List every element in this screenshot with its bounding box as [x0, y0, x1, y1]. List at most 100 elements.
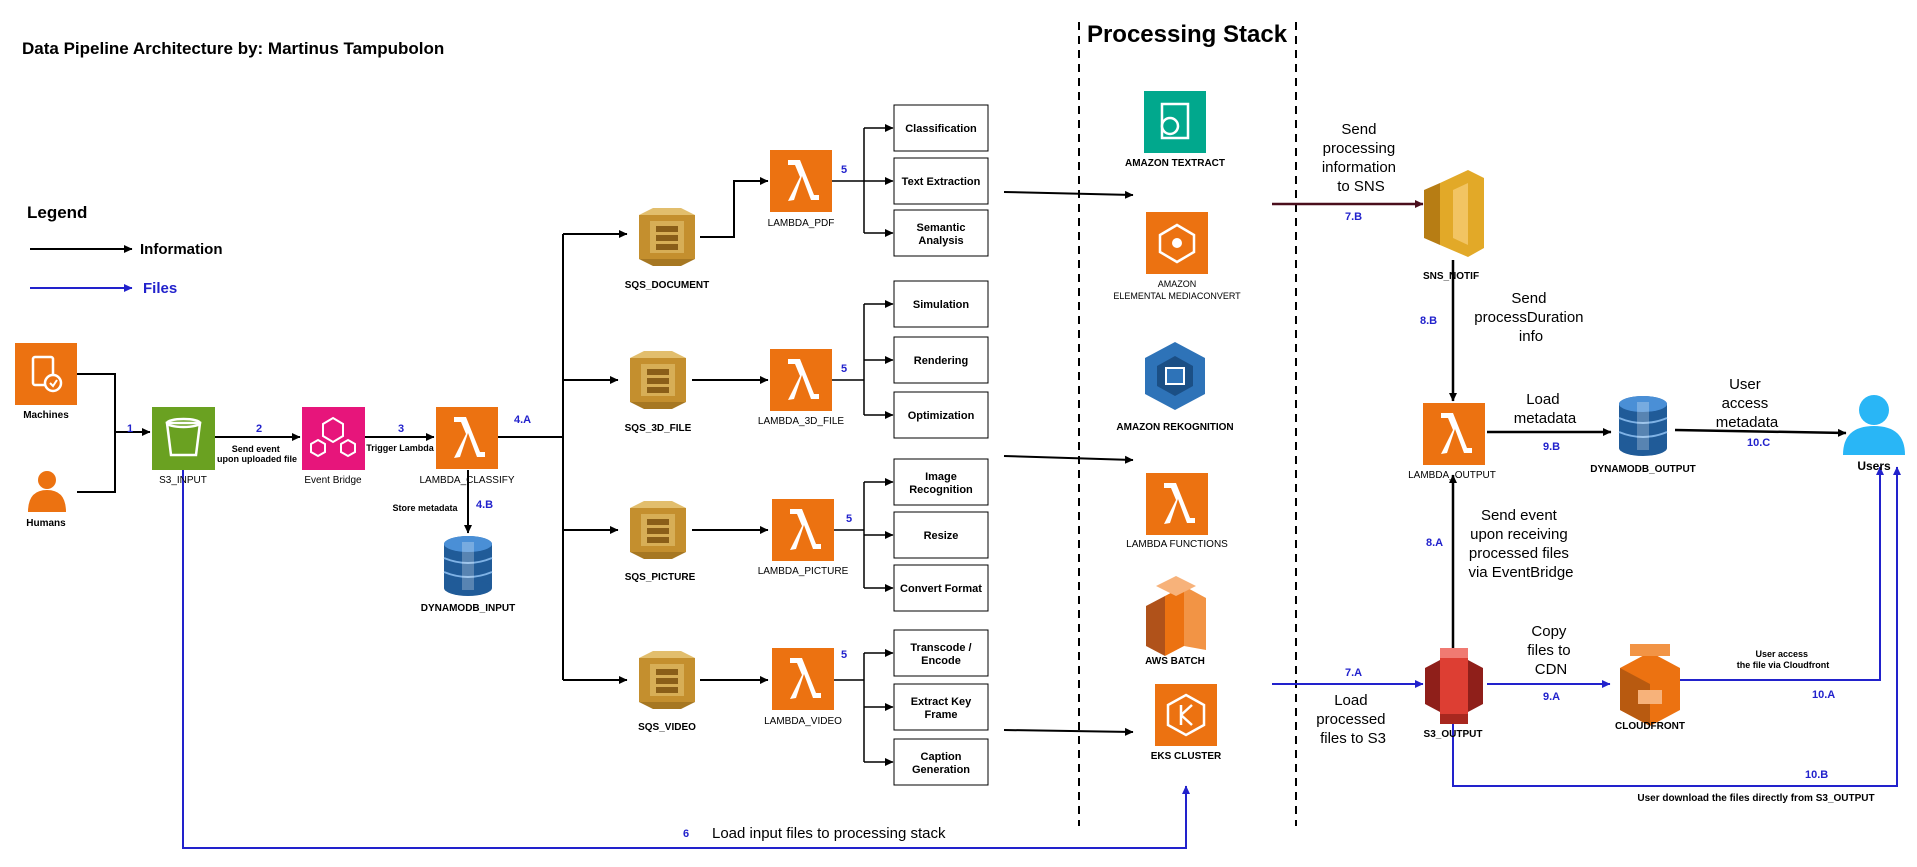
label-spd-1: Send [1511, 290, 1546, 307]
lambda-output-node: LAMBDA_OUTPUT [1408, 403, 1496, 481]
edge-s3-output-to-users [1452, 466, 1901, 787]
sns-icon [1424, 183, 1440, 245]
aws-batch-node: AWS BATCH [1145, 576, 1206, 667]
label-lp-1: Load [1334, 692, 1367, 709]
lambda-3d-icon [770, 349, 832, 411]
lambda-3d-label: LAMBDA_3D_FILE [758, 416, 844, 427]
step-5-pdf: 5 [841, 164, 847, 176]
step-2: 2 [256, 423, 262, 435]
task-box [893, 458, 989, 506]
lambda-video-icon [772, 648, 834, 710]
task-extract-key-frame-line2: Frame [924, 709, 957, 721]
label-load-metadata: Load metadata [1514, 391, 1577, 427]
label-copy-to-cdn: Copy files to CDN [1527, 623, 1575, 678]
task-semantic-analysis-text-2: Analysis [918, 235, 963, 247]
label-load-input-files: Load input files to processing stack [712, 825, 946, 842]
sqs-video-label: SQS_VIDEO [638, 722, 696, 733]
lambda-video-node: LAMBDA_VIDEO [764, 648, 842, 727]
sqs-video-node: SQS_VIDEO [638, 651, 696, 733]
machines-node: Machines [15, 343, 77, 421]
eks-node: EKS CLUSTER [1151, 684, 1222, 762]
task-rendering: Rendering [914, 355, 968, 367]
textract-node: AMAZON TEXTRACT [1125, 91, 1225, 169]
lambda-pdf-icon [770, 150, 832, 212]
label-sep-4: via EventBridge [1468, 564, 1573, 581]
dynamodb-output-icon [1618, 395, 1668, 457]
users-icon [1859, 395, 1889, 425]
task-semantic-analysis-text: Semantic [917, 222, 966, 234]
task-box [893, 629, 989, 677]
legend-title: Legend [27, 203, 87, 222]
legend-files-label: Files [143, 280, 177, 297]
sns-node: SNS_NOTIF [1423, 170, 1484, 282]
edge-tasks-to-textract [1003, 190, 1134, 199]
step-4b: 4.B [476, 499, 493, 511]
sns-label: SNS_NOTIF [1423, 271, 1479, 282]
lambda-output-icon [1423, 403, 1485, 465]
lambda-classify-node: LAMBDA_CLASSIFY [419, 407, 515, 486]
eventbridge-label: Event Bridge [304, 475, 362, 486]
step-1: 1 [127, 423, 133, 435]
lambda-functions-node: LAMBDA FUNCTIONS [1126, 473, 1228, 550]
humans-node: Humans [26, 471, 66, 529]
label-uam-1: User [1729, 376, 1761, 393]
task-box [893, 336, 989, 384]
label-spi-1: Send [1341, 121, 1376, 138]
lambda-picture-label: LAMBDA_PICTURE [758, 566, 849, 577]
eventbridge-icon [302, 407, 365, 470]
task-caption-generation-line1: Caption [921, 751, 962, 763]
label-store-metadata: Store metadata [392, 503, 458, 513]
sqs-picture-label: SQS_PICTURE [625, 572, 696, 583]
label-spd-3: info [1519, 328, 1543, 345]
step-5-picture: 5 [846, 513, 852, 525]
sqs-picture-icon [630, 501, 686, 559]
textract-label: AMAZON TEXTRACT [1125, 158, 1225, 169]
dynamodb-input-node: DYNAMODB_INPUT [421, 535, 515, 614]
step-8b: 8.B [1420, 315, 1437, 327]
step-6: 6 [683, 828, 689, 840]
s3-output-label: S3_OUTPUT [1424, 729, 1483, 740]
sqs-document-label: SQS_DOCUMENT [625, 280, 709, 291]
users-label: Users [1857, 459, 1891, 473]
edge-sqs-doc-to-lambda-pdf [700, 177, 769, 238]
label-send-event: Send event upon uploaded file [217, 444, 297, 464]
dynamodb-input-icon [443, 535, 493, 597]
lambda-pdf-label: LAMBDA_PDF [768, 218, 835, 229]
s3-input-node: S3_INPUT [152, 407, 215, 486]
s3-input-label: S3_INPUT [159, 475, 207, 486]
edge-tasks-to-eks [1003, 727, 1134, 736]
eks-label: EKS CLUSTER [1151, 751, 1222, 762]
edge-tasks-to-lambda-functions [1003, 455, 1134, 464]
machines-label: Machines [23, 410, 69, 421]
edge-load-input-files [182, 470, 1190, 849]
machines-icon [15, 343, 77, 405]
label-ctc-2: files to [1527, 642, 1570, 659]
label-user-download: User download the files directly from S3… [1637, 793, 1874, 804]
s3-output-node: S3_OUTPUT [1424, 648, 1483, 740]
eks-icon [1155, 684, 1217, 746]
label-send-process-duration: Send processDuration info [1474, 290, 1587, 345]
sqs-3d-icon [630, 351, 686, 409]
step-8a: 8.A [1426, 537, 1443, 549]
label-trigger-lambda: Trigger Lambda [366, 443, 435, 453]
lambda-classify-label: LAMBDA_CLASSIFY [419, 475, 514, 486]
step-5-video: 5 [841, 649, 847, 661]
dynamodb-input-label: DYNAMODB_INPUT [421, 603, 515, 614]
task-text-extraction: Text Extraction [902, 176, 981, 188]
label-sep-1: Send event [1481, 507, 1558, 524]
step-7b: 7.B [1345, 211, 1362, 223]
label-send-processing-info: Send processing information to SNS [1322, 121, 1400, 195]
lambda-functions-label: LAMBDA FUNCTIONS [1126, 539, 1228, 550]
step-5-3d: 5 [841, 363, 847, 375]
rekognition-label: AMAZON REKOGNITION [1116, 422, 1233, 433]
label-spi-2: processing [1323, 140, 1396, 157]
edges [77, 124, 1901, 849]
label-uac-1: User access [1755, 649, 1808, 659]
dynamodb-output-label: DYNAMODB_OUTPUT [1590, 464, 1696, 475]
task-box [893, 209, 989, 257]
